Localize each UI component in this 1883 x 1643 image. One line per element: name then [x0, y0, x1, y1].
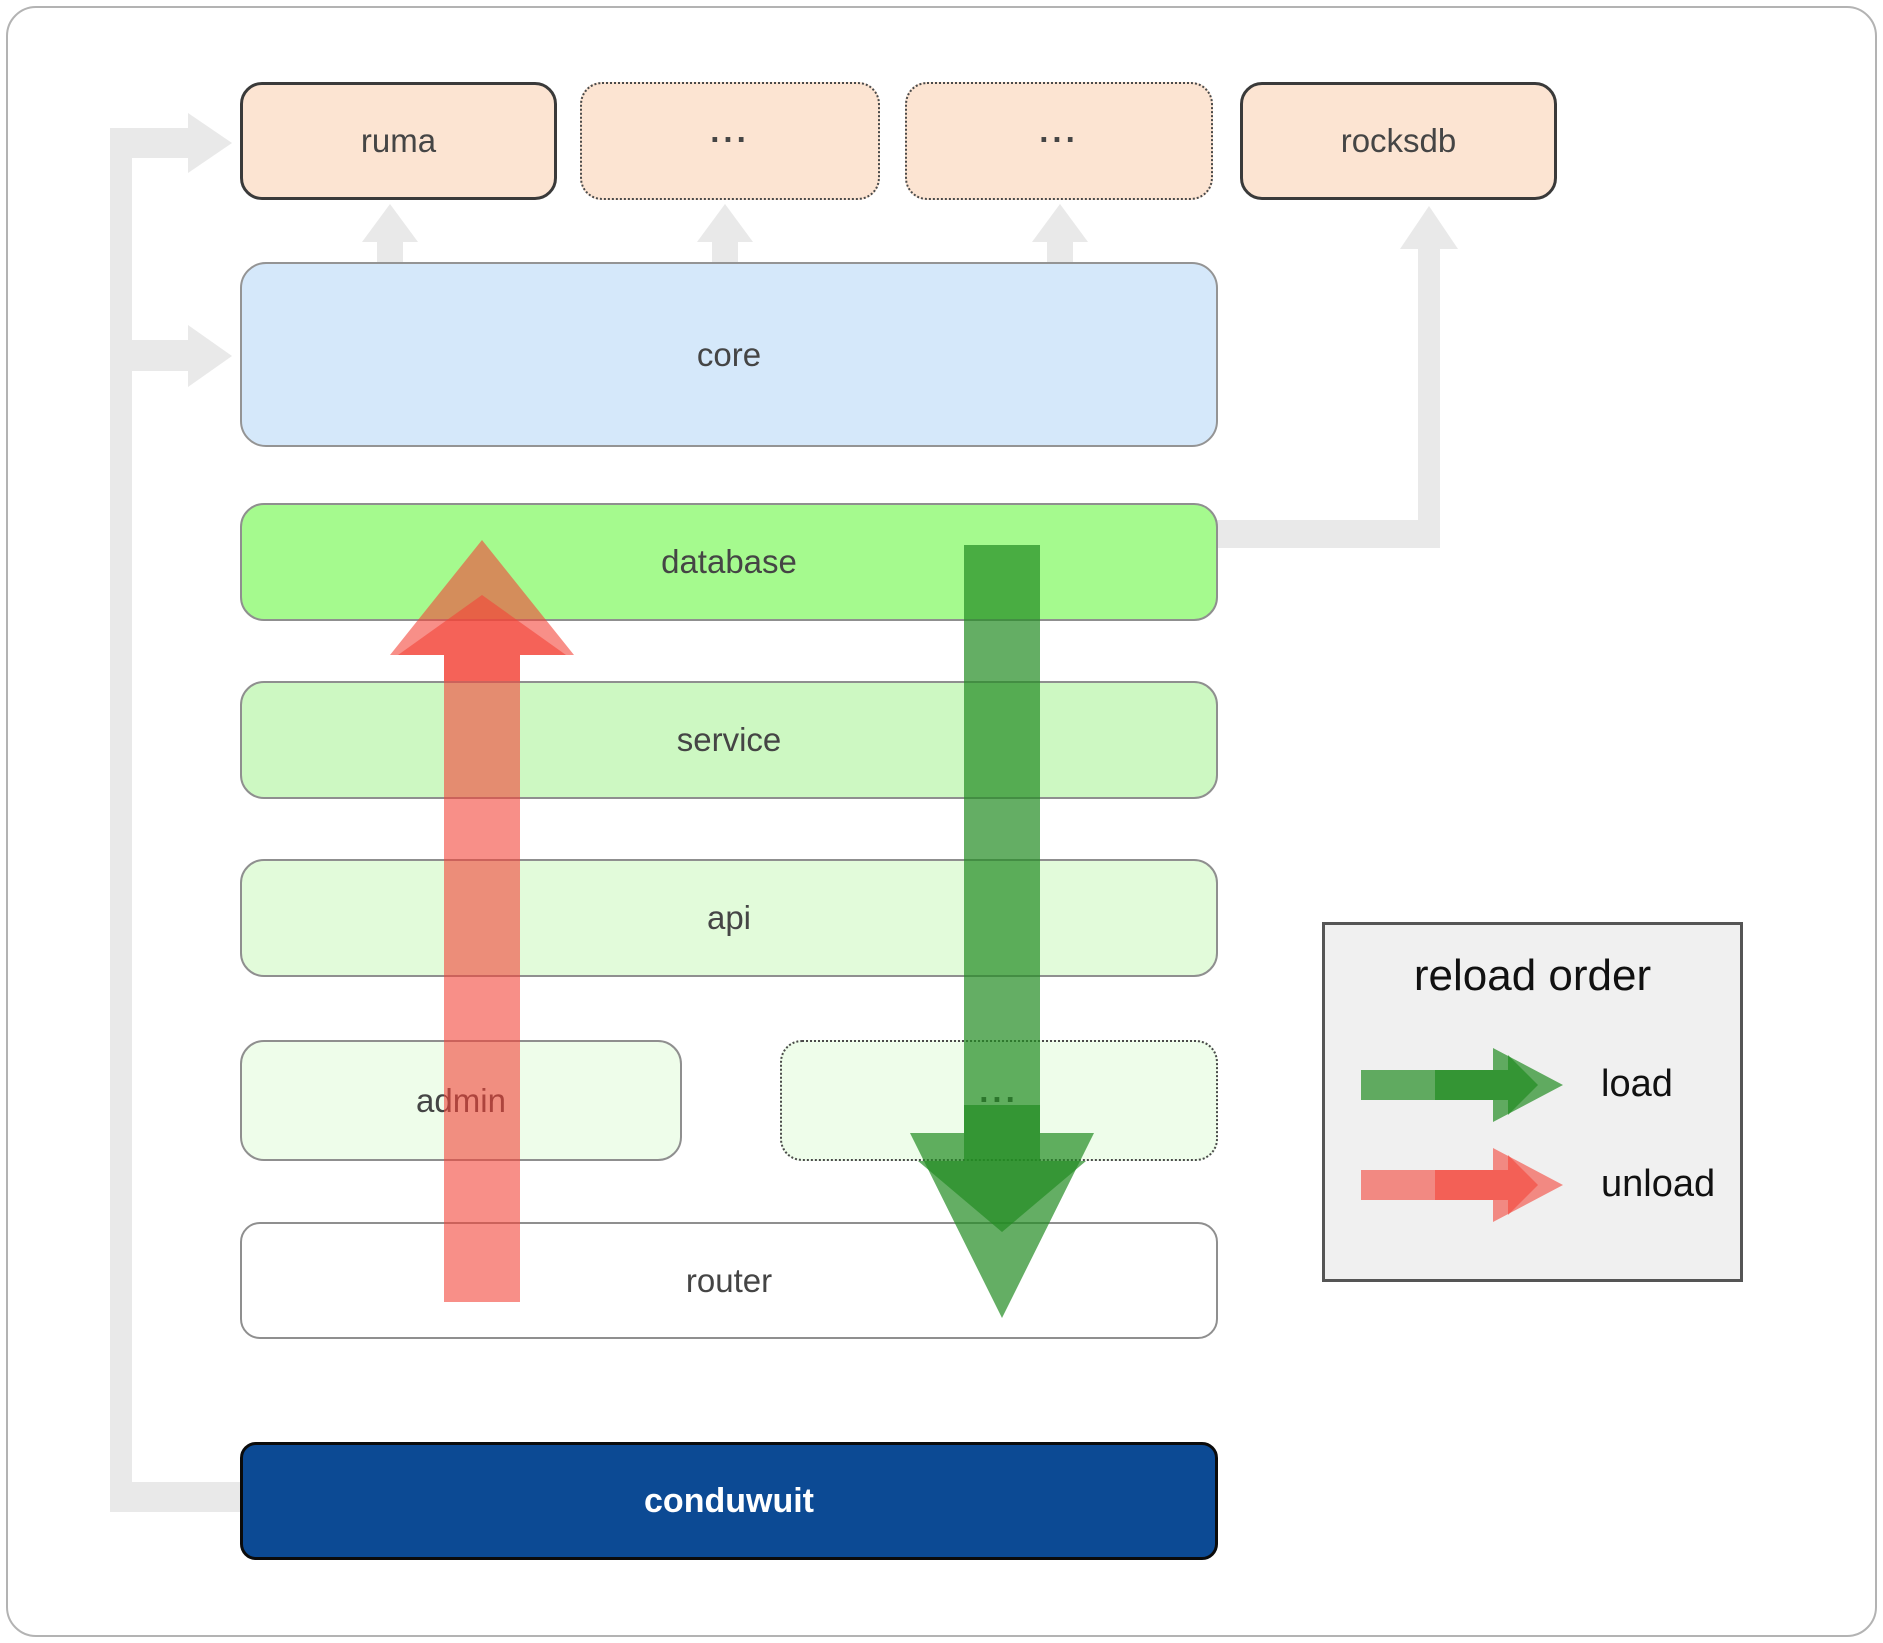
legend-label-load: load — [1601, 1063, 1673, 1105]
box-database: database — [240, 503, 1218, 621]
box-api-label: api — [706, 899, 752, 936]
box-dep-ellipsis-2-label: ... — [1039, 112, 1079, 149]
box-dep-ellipsis-1: ... — [580, 82, 880, 200]
box-dep-ellipsis-2: ... — [905, 82, 1213, 200]
core-to-ellipsis2-arrowhead — [1032, 204, 1088, 242]
box-core-label: core — [696, 335, 762, 373]
box-database-label: database — [661, 543, 797, 580]
conduwuit-feedback-line-vertical — [110, 128, 132, 1512]
core-to-ellipsis1-line — [712, 240, 738, 264]
gray-connectors — [110, 113, 1458, 1512]
database-to-rocksdb-line-vertical — [1418, 246, 1440, 548]
core-to-ellipsis2-line — [1047, 240, 1073, 264]
branch-to-core-arrowhead — [188, 325, 232, 387]
box-conduwuit-label: conduwuit — [644, 1481, 814, 1520]
core-to-ellipsis1-arrowhead — [697, 204, 753, 242]
box-api: api — [240, 859, 1218, 977]
box-ruma-label: ruma — [360, 122, 437, 159]
box-router-label: router — [685, 1261, 773, 1299]
branch-to-ruma-arrowhead — [188, 113, 232, 173]
core-to-ruma-line — [377, 240, 403, 264]
box-module-ellipsis-label: ... — [979, 1071, 1019, 1109]
legend-title: reload order — [1413, 951, 1652, 1000]
core-to-ruma-arrowhead — [362, 204, 418, 242]
database-to-rocksdb-line-horizontal — [1208, 520, 1440, 548]
legend-label-unload: unload — [1601, 1163, 1716, 1205]
box-ruma: ruma — [240, 82, 557, 200]
box-router: router — [240, 1222, 1218, 1339]
legend-load-arrow-icon — [1361, 1048, 1563, 1122]
box-admin-label: admin — [416, 1081, 506, 1119]
branch-to-ruma-line — [110, 128, 188, 158]
box-core: core — [240, 262, 1218, 447]
box-dep-ellipsis-1-label: ... — [710, 112, 750, 149]
database-to-rocksdb-arrowhead — [1400, 206, 1458, 249]
box-admin: admin — [240, 1040, 682, 1161]
conduwuit-feedback-line-bottom — [110, 1482, 242, 1512]
box-rocksdb: rocksdb — [1240, 82, 1557, 200]
legend-unload-arrow-icon — [1361, 1148, 1563, 1222]
box-conduwuit: conduwuit — [240, 1442, 1218, 1560]
legend: reload order load unload — [1322, 922, 1743, 1282]
legend-arrow-graphics — [1361, 1048, 1563, 1222]
box-service: service — [240, 681, 1218, 799]
box-rocksdb-label: rocksdb — [1340, 122, 1457, 159]
box-service-label: service — [676, 721, 782, 758]
box-module-ellipsis: ... — [780, 1040, 1218, 1161]
branch-to-core-line — [132, 340, 188, 371]
